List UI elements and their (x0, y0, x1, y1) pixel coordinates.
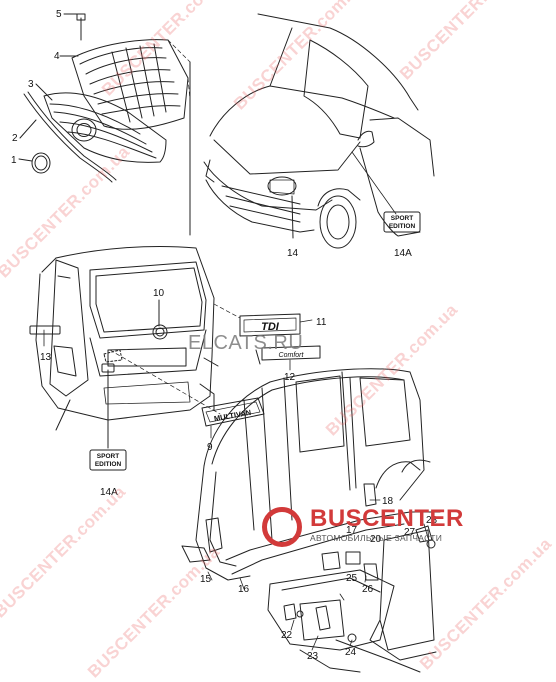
callout-3: 3 (28, 79, 34, 90)
logo-ring-icon (262, 507, 302, 547)
center-watermark: ELCATS.RU (188, 332, 304, 354)
callout-5: 5 (56, 9, 62, 20)
callout-24: 24 (345, 647, 357, 658)
callout-16: 16 (238, 584, 250, 595)
callout-22: 22 (281, 630, 293, 641)
callout-12: 12 (284, 372, 296, 383)
comfort-badge-text: Comfort (279, 352, 305, 359)
sport-edition-badge-bottom (89, 449, 127, 471)
callout-27: 27 (404, 527, 416, 538)
tdi-badge (213, 303, 313, 337)
sport-edition-top-line1: SPORT (391, 215, 413, 222)
callout-17: 17 (346, 525, 358, 536)
callout-18: 18 (382, 496, 394, 507)
rear-van (29, 245, 261, 449)
callout-25: 25 (346, 573, 358, 584)
callout-14a-bottom: 14A (100, 487, 118, 498)
callout-1: 1 (11, 155, 17, 166)
callout-26: 26 (362, 584, 374, 595)
comfort-badge (261, 345, 321, 371)
callout-10: 10 (153, 288, 165, 299)
tdi-badge-text: TDI (261, 321, 280, 333)
callout-4: 4 (54, 51, 60, 62)
grille-assembly (18, 13, 189, 183)
callout-23: 23 (307, 651, 319, 662)
sport-edition-badge-top (383, 211, 421, 233)
grille-to-van-leaders (167, 39, 191, 101)
callout-20: 20 (370, 534, 382, 545)
callout-15: 15 (200, 574, 212, 585)
callout-14: 14 (287, 248, 299, 259)
callout-14a-top: 14A (394, 248, 412, 259)
body-side-panel (181, 368, 441, 673)
callout-13: 13 (40, 352, 52, 363)
callout-9: 9 (207, 442, 213, 453)
logo-subtitle: АВТОМОБИЛЬНЫЕ ЗАПЧАСТИ (310, 533, 443, 543)
sport-edition-top-line2: EDITION (389, 223, 416, 230)
callout-11: 11 (316, 317, 327, 328)
parts-diagram: 5 4 3 2 1 14 14A 10 11 13 12 9 14A 18 17… (11, 9, 441, 673)
logo-name: BUSCENTER (310, 505, 464, 532)
buscenter-logo: BUSCENTER АВТОМОБИЛЬНЫЕ ЗАПЧАСТИ (262, 505, 463, 553)
callout-2: 2 (12, 133, 18, 144)
sport-edition-bottom-line1: SPORT (97, 453, 119, 460)
callout-28: 28 (426, 515, 438, 526)
sport-edition-bottom-line2: EDITION (95, 461, 122, 468)
front-van (189, 13, 435, 249)
